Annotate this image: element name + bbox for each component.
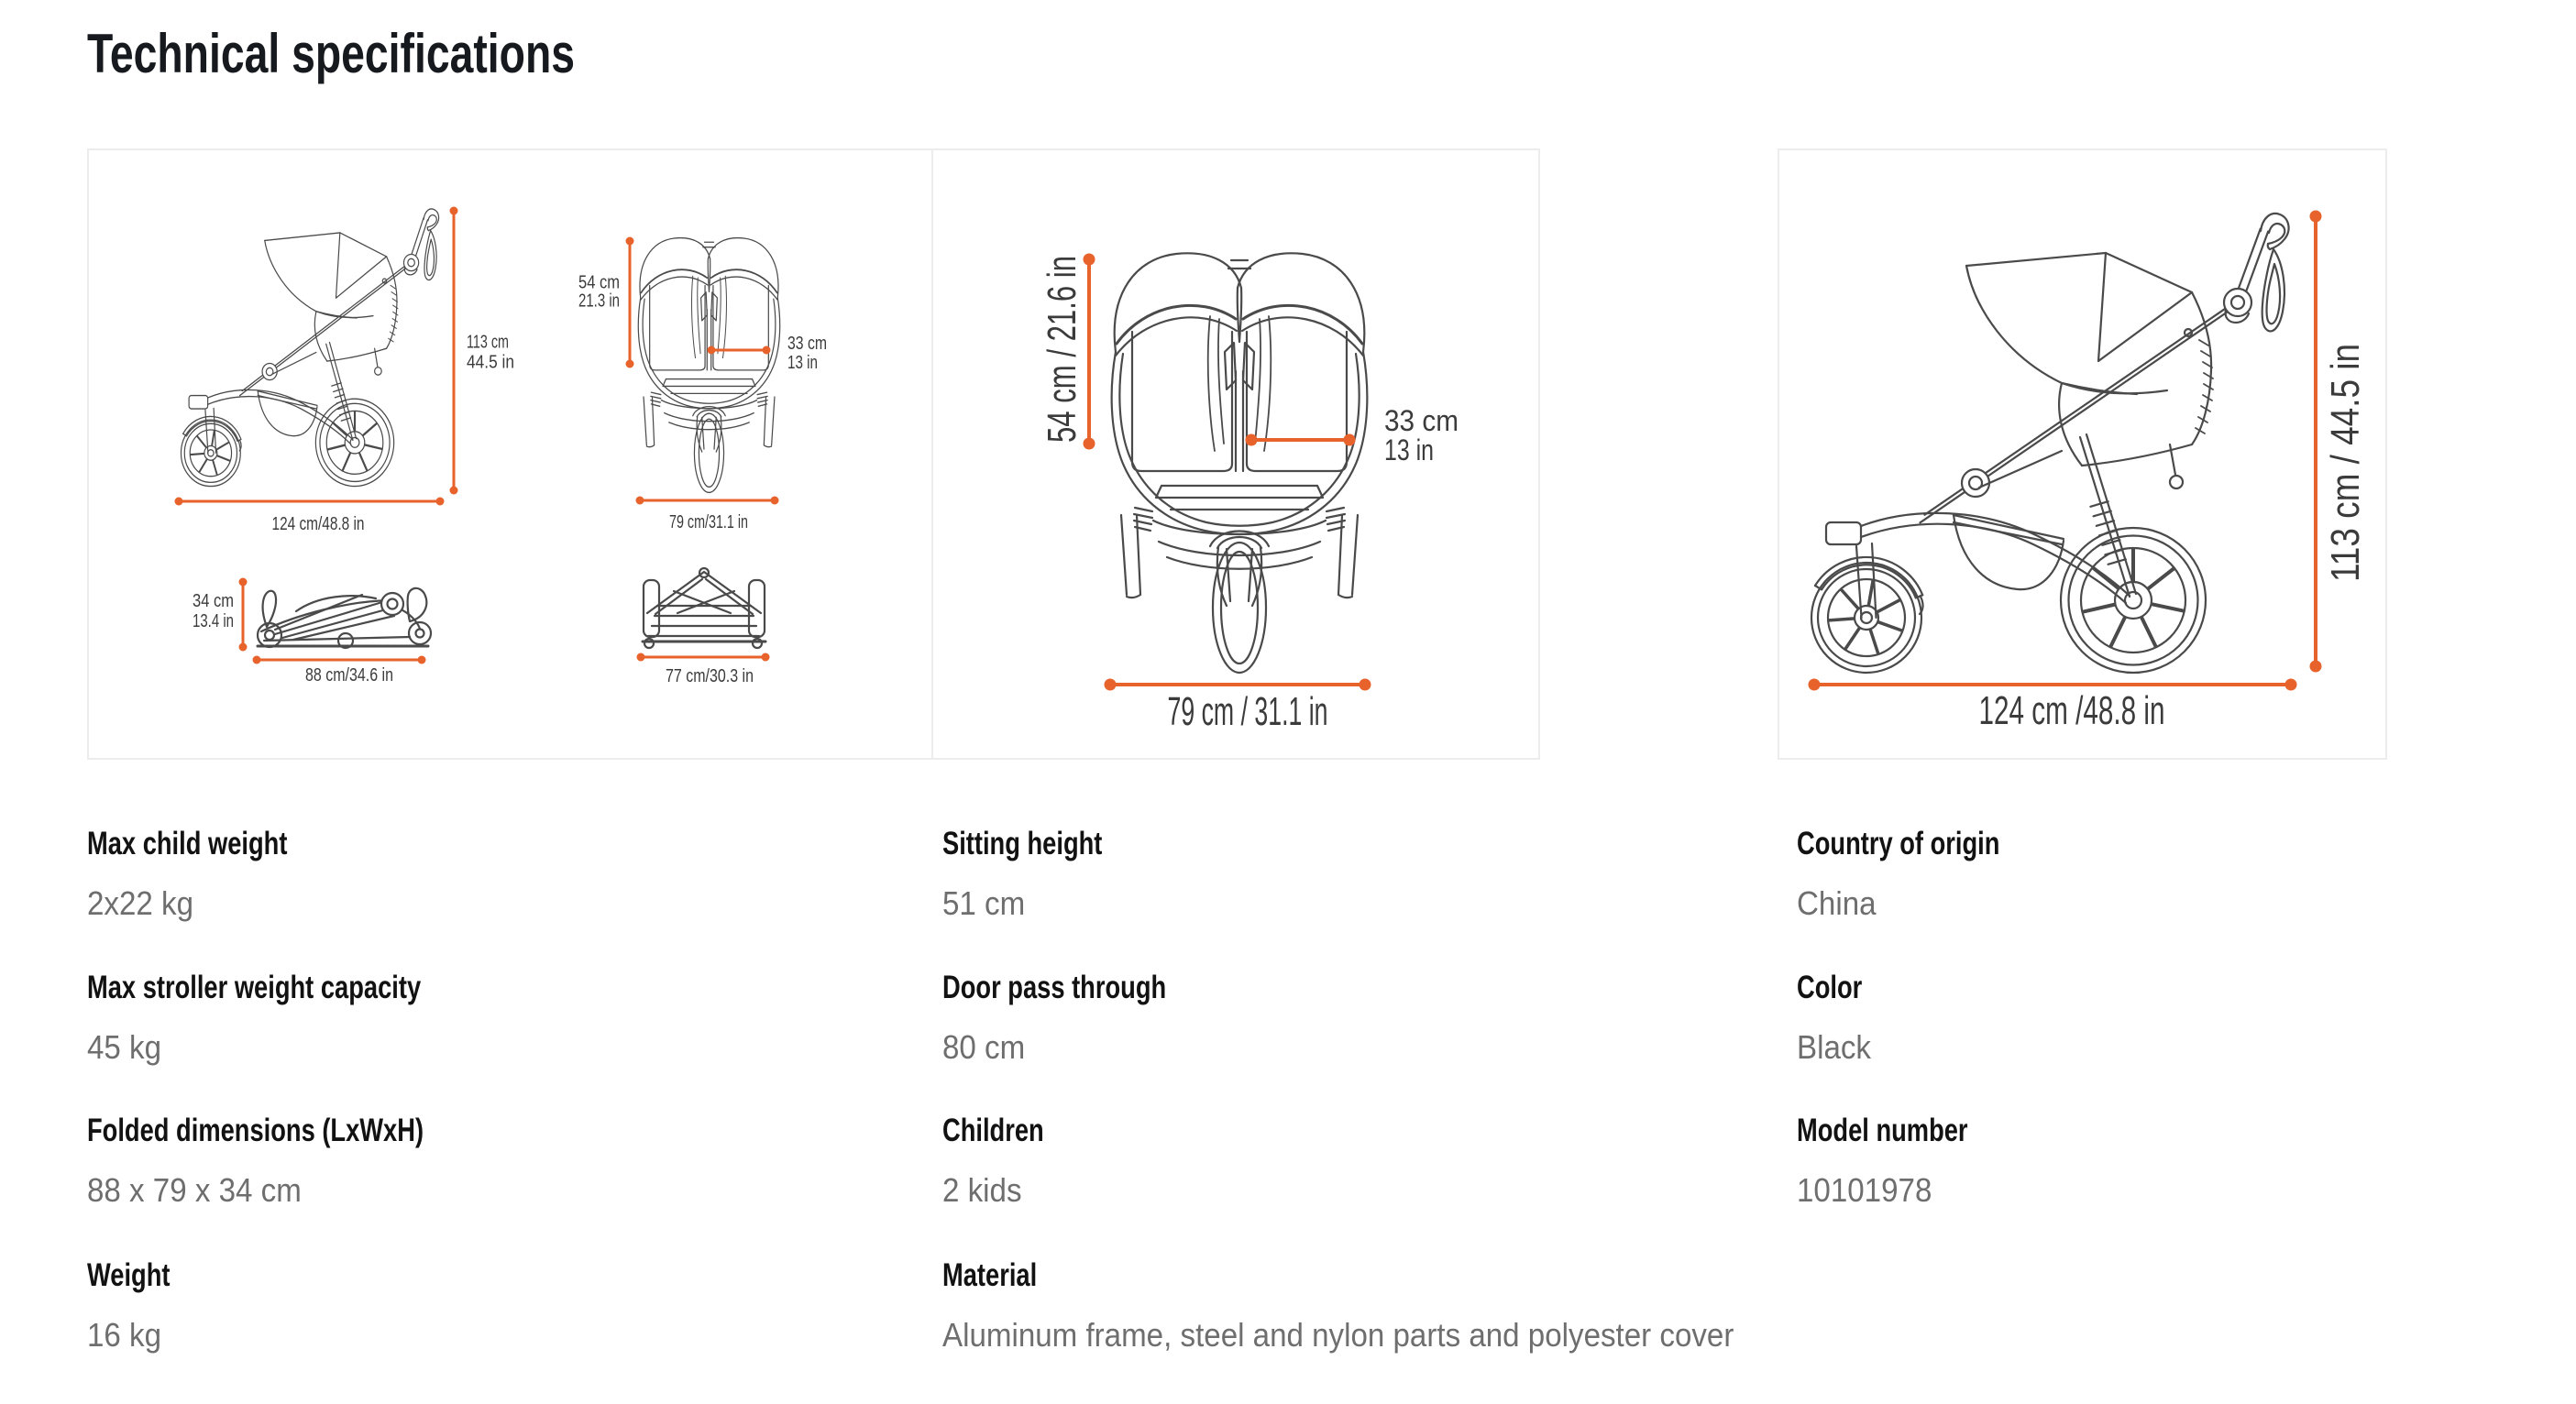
svg-text:13 in: 13 in xyxy=(787,353,818,373)
svg-text:44.5 in: 44.5 in xyxy=(467,353,514,373)
svg-text:13 in: 13 in xyxy=(1384,433,1434,466)
svg-text:79 cm / 31.1 in: 79 cm / 31.1 in xyxy=(1168,689,1328,734)
svg-text:33 cm: 33 cm xyxy=(787,334,827,354)
svg-text:13.4 in: 13.4 in xyxy=(193,611,234,631)
svg-text:54 cm / 21.6 in: 54 cm / 21.6 in xyxy=(1040,256,1084,443)
svg-text:88 cm/34.6 in: 88 cm/34.6 in xyxy=(305,665,393,686)
svg-text:113 cm / 44.5 in: 113 cm / 44.5 in xyxy=(2323,344,2368,582)
svg-text:34 cm: 34 cm xyxy=(193,591,234,611)
svg-text:77 cm/30.3 in: 77 cm/30.3 in xyxy=(666,666,754,686)
svg-text:124 cm /48.8 in: 124 cm /48.8 in xyxy=(1979,688,2165,733)
svg-text:79 cm/31.1 in: 79 cm/31.1 in xyxy=(669,512,748,532)
svg-text:124 cm/48.8 in: 124 cm/48.8 in xyxy=(272,514,365,534)
svg-text:113 cm: 113 cm xyxy=(467,333,509,353)
svg-text:21.3 in: 21.3 in xyxy=(578,291,620,312)
svg-text:33 cm: 33 cm xyxy=(1384,404,1459,437)
svg-text:54 cm: 54 cm xyxy=(578,273,620,293)
